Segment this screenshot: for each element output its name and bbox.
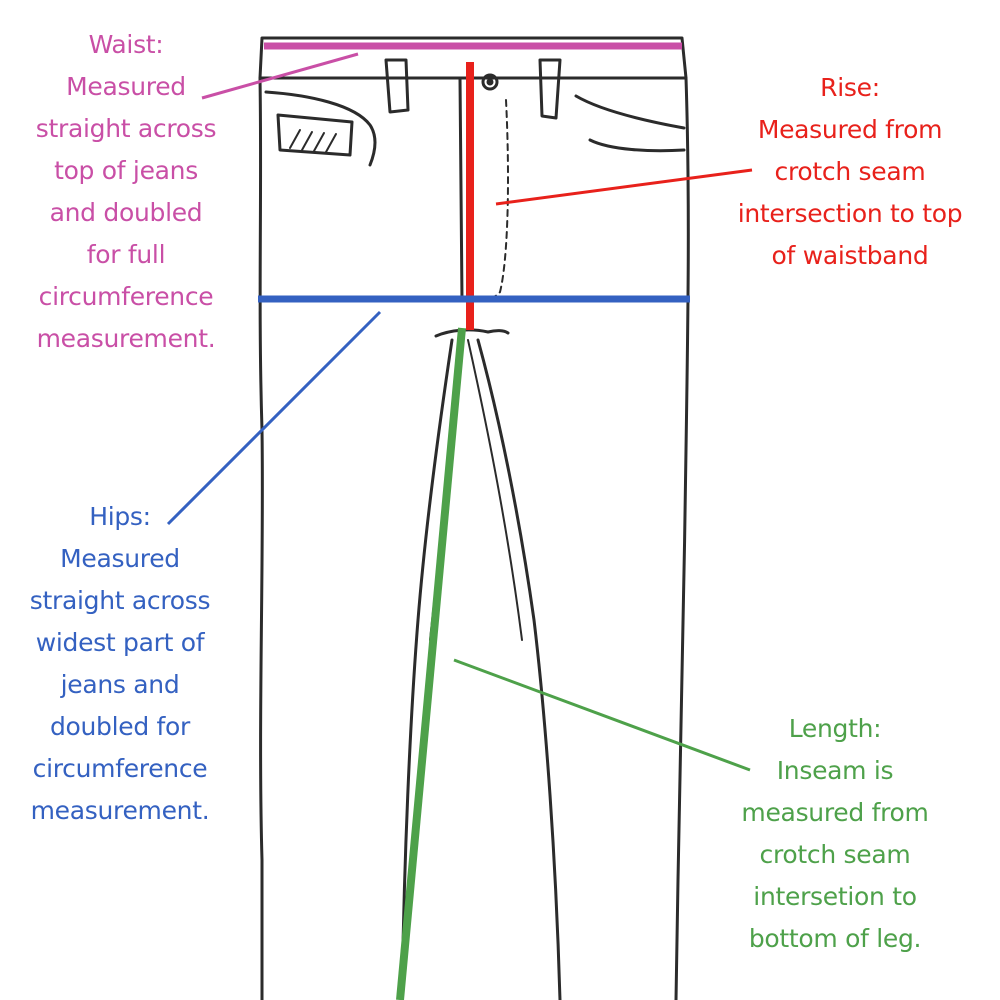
rise-leader-line (495, 168, 753, 206)
rise-line: crotch seam (774, 157, 926, 186)
waist-line: straight across (35, 114, 217, 143)
length-line: measured from (741, 798, 929, 827)
coin-pocket (276, 113, 354, 157)
hips-line: Measured (60, 544, 180, 573)
rise-annotation: Rise: Measured from crotch seam intersec… (722, 67, 978, 277)
belt-loop-left (384, 58, 410, 114)
hips-annotation: Hips: Measured straight across widest pa… (6, 496, 234, 832)
hips-line: widest part of (35, 628, 205, 657)
waist-line: Measured (66, 72, 186, 101)
hips-line: circumference (32, 754, 208, 783)
left-leg-inner-seam (400, 338, 454, 1000)
right-leg-outer-seam (674, 76, 690, 1000)
waist-button (481, 73, 499, 91)
length-line: intersetion to (753, 882, 917, 911)
waist-line: measurement. (36, 324, 216, 353)
waist-heading: Waist: (88, 30, 164, 59)
rise-line: intersection to top (737, 199, 963, 228)
rise-line: of waistband (771, 241, 929, 270)
rise-heading: Rise: (820, 73, 880, 102)
length-line: bottom of leg. (748, 924, 922, 953)
waist-line: for full (86, 240, 166, 269)
rise-line: Measured from (757, 115, 943, 144)
waist-leader-line (201, 52, 359, 100)
left-leg-outer-seam (258, 76, 264, 1000)
length-line: Inseam is (776, 756, 894, 785)
right-leg-inner-seam (476, 338, 562, 1000)
waist-line: and doubled (49, 198, 203, 227)
length-leader-line (453, 658, 751, 772)
hips-line: straight across (29, 586, 211, 615)
crotch (434, 328, 510, 338)
hips-heading: Hips: (89, 502, 151, 531)
measurement-lines (166, 42, 753, 1000)
length-measure-line (396, 327, 466, 1000)
fly-stitch (458, 76, 464, 302)
left-pocket-opening (264, 90, 377, 167)
belt-loop-right (538, 58, 562, 120)
length-annotation: Length: Inseam is measured from crotch s… (722, 708, 948, 960)
right-pocket-opening (574, 94, 686, 130)
hips-line: doubled for (49, 712, 191, 741)
length-line: crotch seam (759, 840, 911, 869)
waist-annotation: Waist: Measured straight across top of j… (14, 24, 238, 360)
hips-leader-line (166, 310, 382, 526)
waist-line: top of jeans (54, 156, 198, 185)
waist-line: circumference (38, 282, 214, 311)
hips-line: measurement. (30, 796, 210, 825)
jeans-sketch (258, 36, 690, 1000)
length-heading: Length: (788, 714, 882, 743)
hips-line: jeans and (60, 670, 180, 699)
